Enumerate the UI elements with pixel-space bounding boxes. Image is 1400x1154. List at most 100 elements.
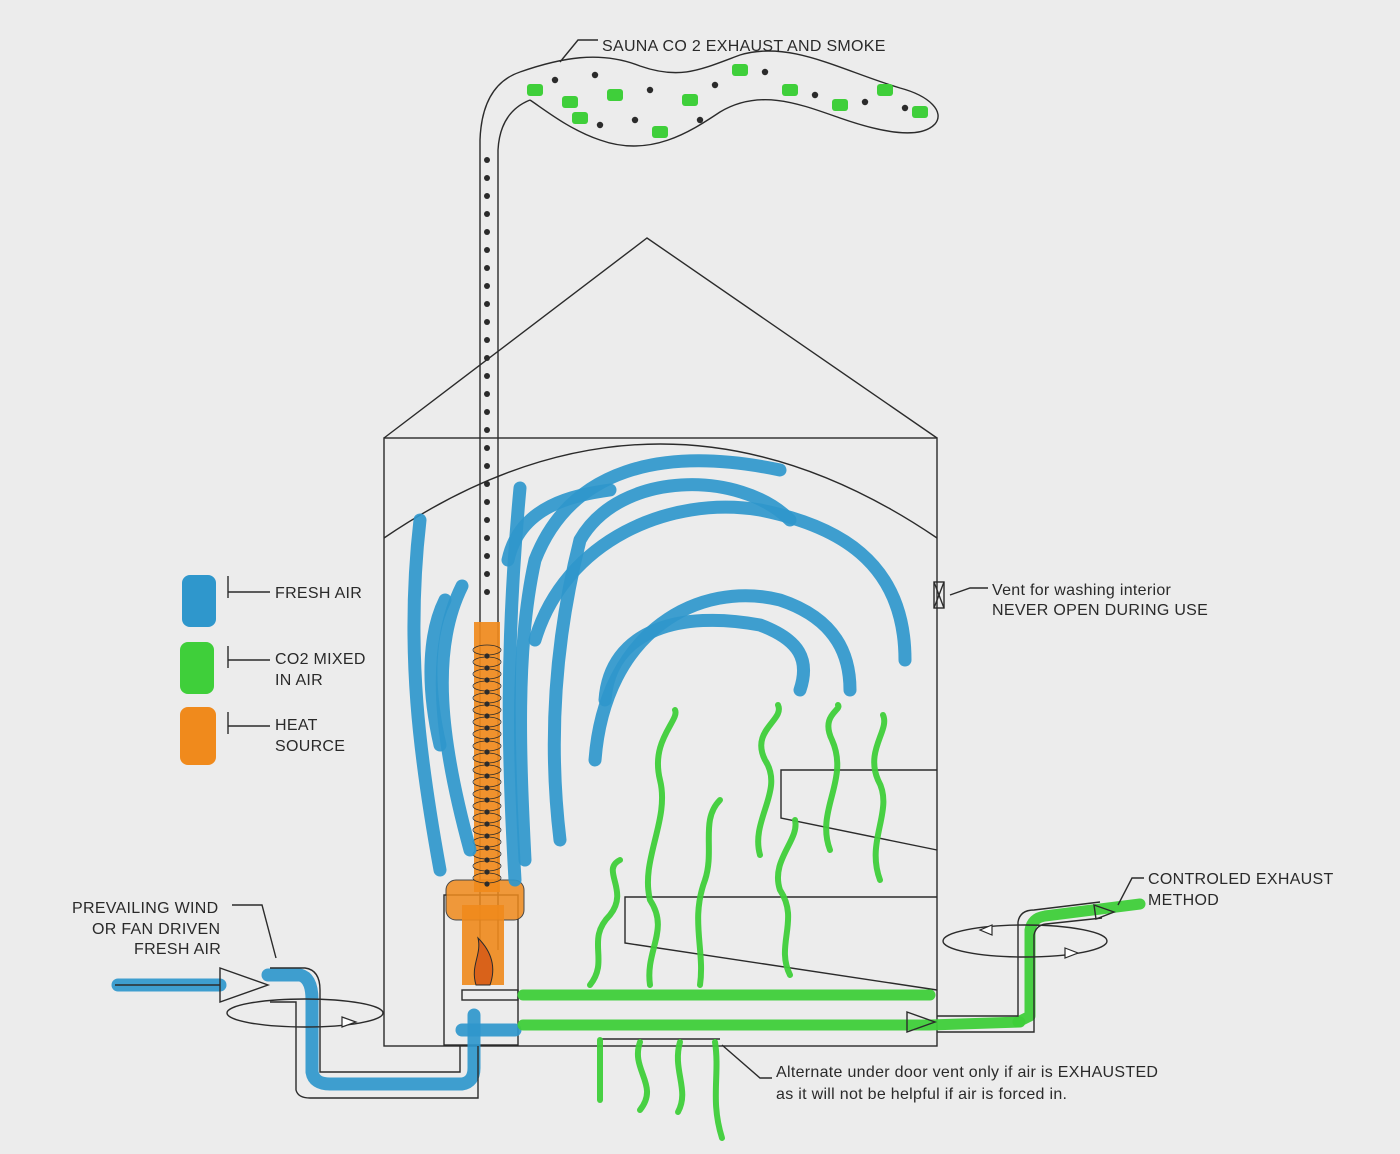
smoke-particle	[484, 535, 490, 541]
smoke-particle	[484, 761, 490, 767]
stove-coil	[472, 644, 502, 887]
flow-indicators	[115, 901, 1117, 1099]
smoke-particle	[484, 481, 490, 487]
label-underdoor-line2: as it will not be helpful if air is forc…	[776, 1086, 1067, 1103]
smoke-particle	[484, 713, 490, 719]
smoke-particle	[732, 64, 748, 76]
rotation-arrow-icon	[341, 1016, 358, 1028]
smoke-particle	[484, 701, 490, 707]
smoke-particle	[696, 116, 704, 124]
smoke-particle	[682, 94, 698, 106]
smoke-particle	[484, 845, 490, 851]
smoke-particle	[484, 409, 490, 415]
legend-item-fresh-air: FRESH AIR	[182, 575, 362, 627]
smoke-particle	[484, 499, 490, 505]
smoke-particle	[484, 193, 490, 199]
smoke-particle	[484, 445, 490, 451]
smoke-particle	[484, 427, 490, 433]
smoke-particle	[832, 99, 848, 111]
smoke-particle	[711, 81, 719, 89]
legend-label-heat-line2: SOURCE	[275, 738, 345, 755]
label-vent-line2: NEVER OPEN DURING USE	[992, 602, 1208, 619]
smoke-particle	[484, 857, 490, 863]
smoke-particle	[484, 665, 490, 671]
smoke-particle	[484, 301, 490, 307]
smoke-particle	[761, 68, 769, 76]
label-controlled-line1: CONTROLED EXHAUST	[1148, 871, 1334, 888]
exhaust-duct	[937, 901, 1101, 1017]
smoke-particle	[901, 104, 909, 112]
smoke-particle	[484, 809, 490, 815]
ceiling-arc	[383, 443, 938, 539]
smoke-particle	[484, 463, 490, 469]
smoke-particle	[484, 689, 490, 695]
rotation-arrow-icon	[978, 924, 993, 936]
smoke-particle	[877, 84, 893, 96]
smoke-particle	[484, 247, 490, 253]
exhaust-arrow-icon	[906, 1011, 938, 1033]
smoke-particle	[484, 283, 490, 289]
smoke-particle	[652, 126, 668, 138]
label-vent-line1: Vent for washing interior	[992, 582, 1172, 599]
smoke-particle	[484, 571, 490, 577]
exhaust-rotation-ellipse	[942, 924, 1108, 958]
legend-item-heat: HEAT SOURCE	[180, 707, 345, 765]
smoke-particle	[484, 677, 490, 683]
chimney	[479, 50, 939, 950]
heat-column	[474, 622, 500, 892]
legend-item-co2: CO2 MIXED IN AIR	[180, 642, 365, 694]
smoke-particle	[596, 121, 604, 129]
smoke-particle	[782, 84, 798, 96]
smoke-plume-outline	[519, 50, 939, 147]
smoke-particle	[484, 881, 490, 887]
label-wind-line3: FRESH AIR	[134, 941, 221, 958]
smoke-particle	[484, 355, 490, 361]
stove	[443, 622, 525, 1046]
lower-bench	[624, 896, 938, 991]
smoke-particle	[912, 106, 928, 118]
label-wind-line1: PREVAILING WIND	[72, 900, 218, 917]
sauna-walls	[383, 437, 938, 1047]
smoke-particles	[484, 64, 928, 595]
flame-icon	[473, 936, 494, 986]
legend-label-fresh-air: FRESH AIR	[275, 585, 362, 602]
smoke-particle	[484, 869, 490, 875]
smoke-particle	[484, 337, 490, 343]
smoke-particle	[484, 319, 490, 325]
smoke-particle	[484, 737, 490, 743]
legend-swatch-fresh-air	[182, 575, 216, 627]
smoke-particle	[484, 265, 490, 271]
smoke-particle	[484, 175, 490, 181]
upper-bench	[780, 769, 938, 851]
label-exhaust-smoke: SAUNA CO 2 EXHAUST AND SMOKE	[602, 38, 886, 55]
co2-flow	[517, 702, 1146, 1141]
smoke-particle	[861, 98, 869, 106]
legend: FRESH AIR CO2 MIXED IN AIR HEAT SOURCE	[180, 575, 365, 765]
intake-duct	[270, 967, 461, 1073]
smoke-particle	[484, 391, 490, 397]
roof-outline	[383, 237, 938, 439]
label-wind-line2: OR FAN DRIVEN	[92, 921, 220, 938]
smoke-particle	[484, 833, 490, 839]
smoke-particle	[484, 653, 490, 659]
smoke-particle	[484, 373, 490, 379]
smoke-particle	[484, 797, 490, 803]
intake-rotation-ellipse	[226, 998, 384, 1028]
smoke-particle	[631, 116, 639, 124]
smoke-particle	[484, 589, 490, 595]
fresh-air-flow	[111, 454, 912, 1091]
smoke-particle	[562, 96, 578, 108]
smoke-particle	[572, 112, 588, 124]
smoke-particle	[484, 553, 490, 559]
smoke-particle	[484, 229, 490, 235]
exhaust-outlet-arrow-icon	[1093, 903, 1117, 920]
intake-arrow-icon	[219, 967, 271, 1003]
rotation-arrow-icon	[1064, 947, 1080, 959]
smoke-particle	[484, 821, 490, 827]
legend-label-co2-line2: IN AIR	[275, 672, 323, 689]
label-underdoor-line1: Alternate under door vent only if air is…	[776, 1064, 1158, 1081]
smoke-particle	[484, 749, 490, 755]
smoke-particle	[811, 91, 819, 99]
